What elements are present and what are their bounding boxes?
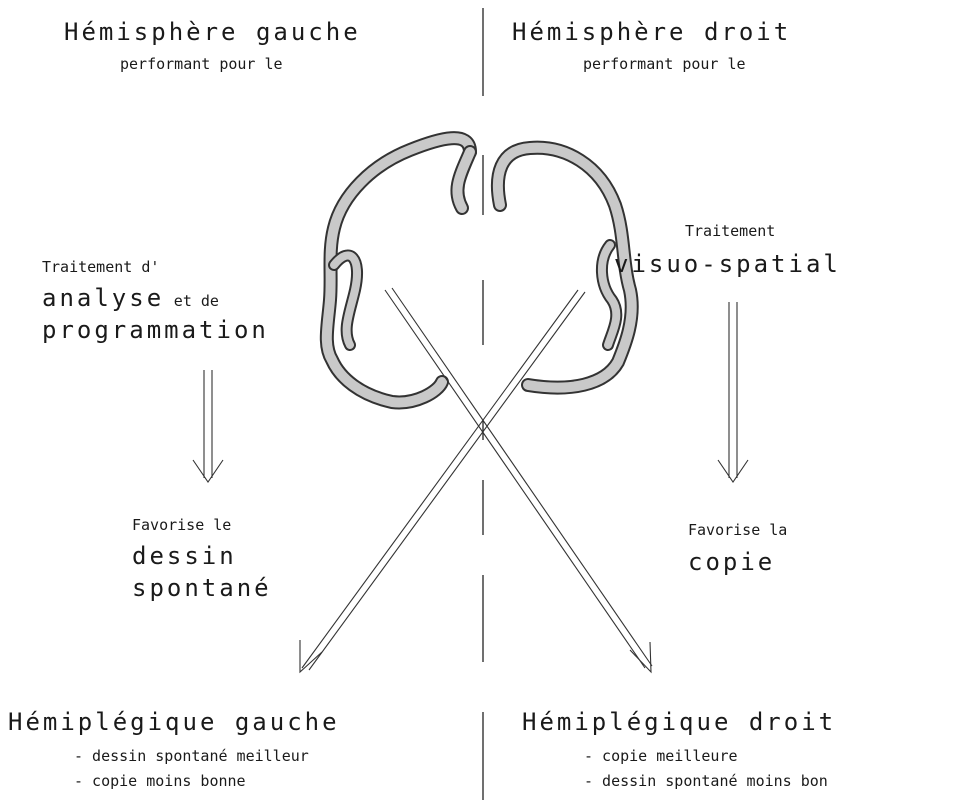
left-hemisphere-title: Hémisphère gauche: [64, 18, 361, 46]
left-process-analyse: analyse: [42, 284, 164, 312]
right-hemisphere-title: Hémisphère droit: [512, 18, 791, 46]
right-favor-line1: Favorise la: [688, 521, 787, 539]
left-hemisphere-subtitle: performant pour le: [120, 55, 283, 73]
left-favor-line1: Favorise le: [132, 516, 231, 534]
cross-arrow-right-to-left: [300, 290, 585, 672]
left-process-line2: analyse et de: [42, 284, 219, 312]
left-process-line1: Traitement d': [42, 258, 159, 276]
left-process-et-de: et de: [174, 292, 219, 310]
left-hemiplegic-title: Hémiplégique gauche: [8, 708, 340, 736]
down-arrow-right: [718, 302, 748, 482]
left-process-programmation: programmation: [42, 316, 269, 344]
right-hemiplegic-item-1: - copie meilleure: [584, 747, 738, 765]
left-favor-dessin: dessin: [132, 542, 237, 570]
left-favor-spontane: spontané: [132, 574, 272, 602]
left-hemiplegic-item-2: - copie moins bonne: [74, 772, 246, 790]
right-hemisphere-subtitle: performant pour le: [583, 55, 746, 73]
down-arrow-left: [193, 370, 223, 482]
right-hemisphere-outline: [498, 148, 632, 388]
right-favor-copie: copie: [688, 548, 775, 576]
right-process-line1: Traitement: [685, 222, 775, 240]
left-hemiplegic-item-1: - dessin spontané meilleur: [74, 747, 309, 765]
right-hemiplegic-title: Hémiplégique droit: [522, 708, 836, 736]
left-hemisphere-outline: [327, 138, 470, 402]
right-process-visuo-spatial: visuo-spatial: [614, 250, 841, 278]
right-hemiplegic-item-2: - dessin spontané moins bon: [584, 772, 828, 790]
